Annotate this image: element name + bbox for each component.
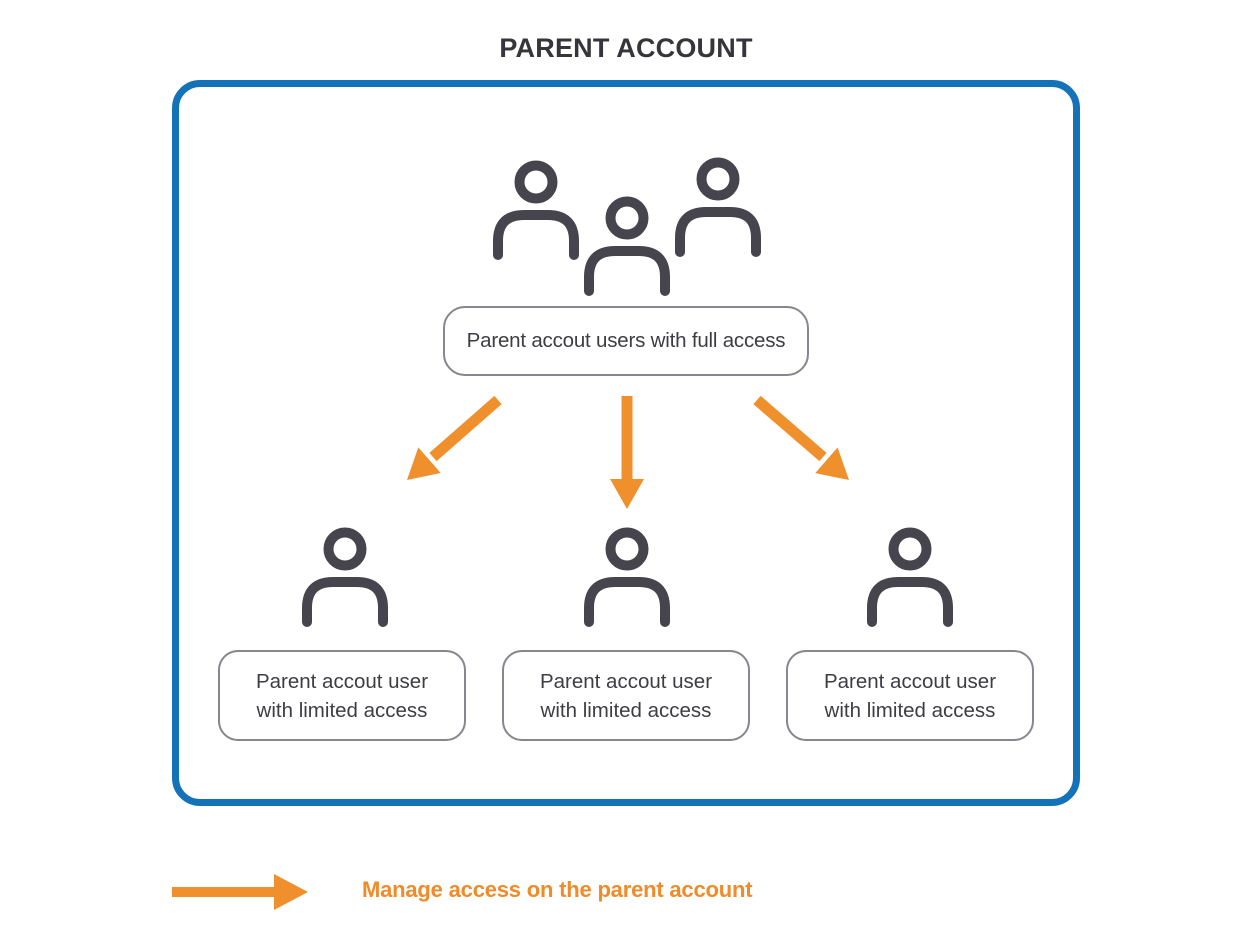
user-icon [300, 520, 390, 628]
limited-access-label: Parent accout user with limited access [539, 669, 713, 722]
legend-arrow-icon [172, 874, 308, 910]
manage-access-arrow-right [753, 395, 849, 480]
full-access-label: Parent accout users with full access [466, 329, 786, 352]
limited-access-label: Parent accout user with limited access [823, 669, 997, 722]
user-icon [865, 520, 955, 628]
legend: Manage access on the parent account [0, 860, 1252, 920]
limited-access-label-box: Parent accout user with limited access [218, 650, 466, 741]
full-access-label-box: Parent accout users with full access [443, 306, 809, 376]
parent-account-container: Parent accout users with full access [172, 80, 1080, 806]
manage-access-arrows [407, 395, 849, 509]
limited-access-label: Parent accout user with limited access [255, 669, 429, 722]
user-icon [582, 520, 672, 628]
legend-label: Manage access on the parent account [362, 877, 753, 902]
limited-access-label-box: Parent accout user with limited access [786, 650, 1034, 741]
limited-access-label-box: Parent accout user with limited access [502, 650, 750, 741]
diagram-title: PARENT ACCOUNT [499, 33, 753, 63]
manage-access-arrow-middle [610, 396, 644, 509]
manage-access-arrow-left [407, 395, 502, 480]
users-group-icon [488, 155, 768, 305]
